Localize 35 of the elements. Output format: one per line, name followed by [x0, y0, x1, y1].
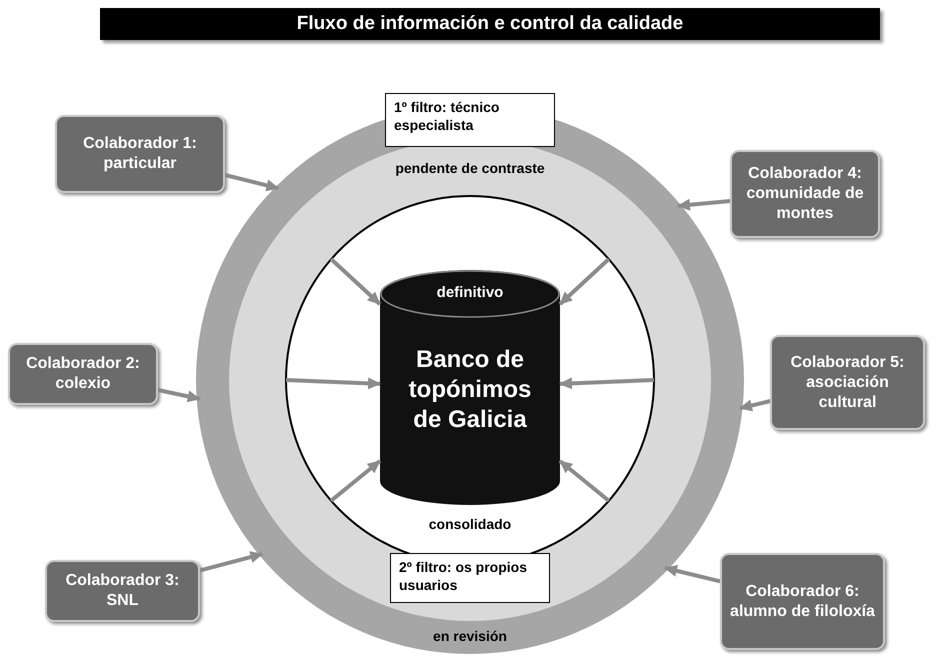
- collaborator-box: [8, 343, 158, 405]
- collaborator-box: [770, 335, 925, 430]
- zone-label: en revisión: [432, 628, 508, 644]
- arrow: [286, 377, 381, 390]
- filter-box: [390, 553, 550, 603]
- database-cylinder: [380, 270, 560, 505]
- arrow: [664, 565, 720, 584]
- collaborator-box: [55, 115, 225, 193]
- collaborator-box: [45, 560, 200, 622]
- collaborator-label: Colaborador 4: comunidade de montes: [745, 164, 865, 224]
- arrow: [199, 551, 264, 573]
- arrow: [224, 173, 280, 192]
- collaborator-label: Colaborador 3: SNL: [64, 571, 180, 611]
- database-label: Banco de topónimos de Galicia: [408, 345, 532, 435]
- zone-label: pendente de contraste: [394, 160, 546, 176]
- arrow: [158, 388, 201, 402]
- arrow: [330, 459, 382, 502]
- arrow: [559, 377, 654, 390]
- status-label: definitivo: [436, 284, 504, 303]
- arrow: [676, 198, 730, 211]
- zone-label: consolidado: [428, 516, 512, 532]
- collaborator-box: [730, 150, 880, 238]
- arrow: [738, 399, 770, 412]
- arrow: [330, 258, 382, 306]
- filter-box: [385, 93, 555, 147]
- collaborator-label: Colaborador 5: asociación cultural: [790, 352, 906, 412]
- filter-label: 2º filtro: os propios usuarios: [399, 558, 528, 594]
- filter-label: 1º filtro: técnico especialista: [394, 98, 500, 134]
- collaborator-label: Colaborador 2: colexio: [25, 354, 141, 394]
- collaborator-label: Colaborador 1: particular: [82, 134, 198, 174]
- arrow: [558, 459, 610, 502]
- diagram-title: Fluxo de información e control da calidade: [296, 13, 684, 35]
- arrow: [558, 258, 610, 306]
- collaborator-box: [720, 553, 885, 650]
- collaborator-label: Colaborador 6: alumno de filoloxía: [729, 582, 876, 622]
